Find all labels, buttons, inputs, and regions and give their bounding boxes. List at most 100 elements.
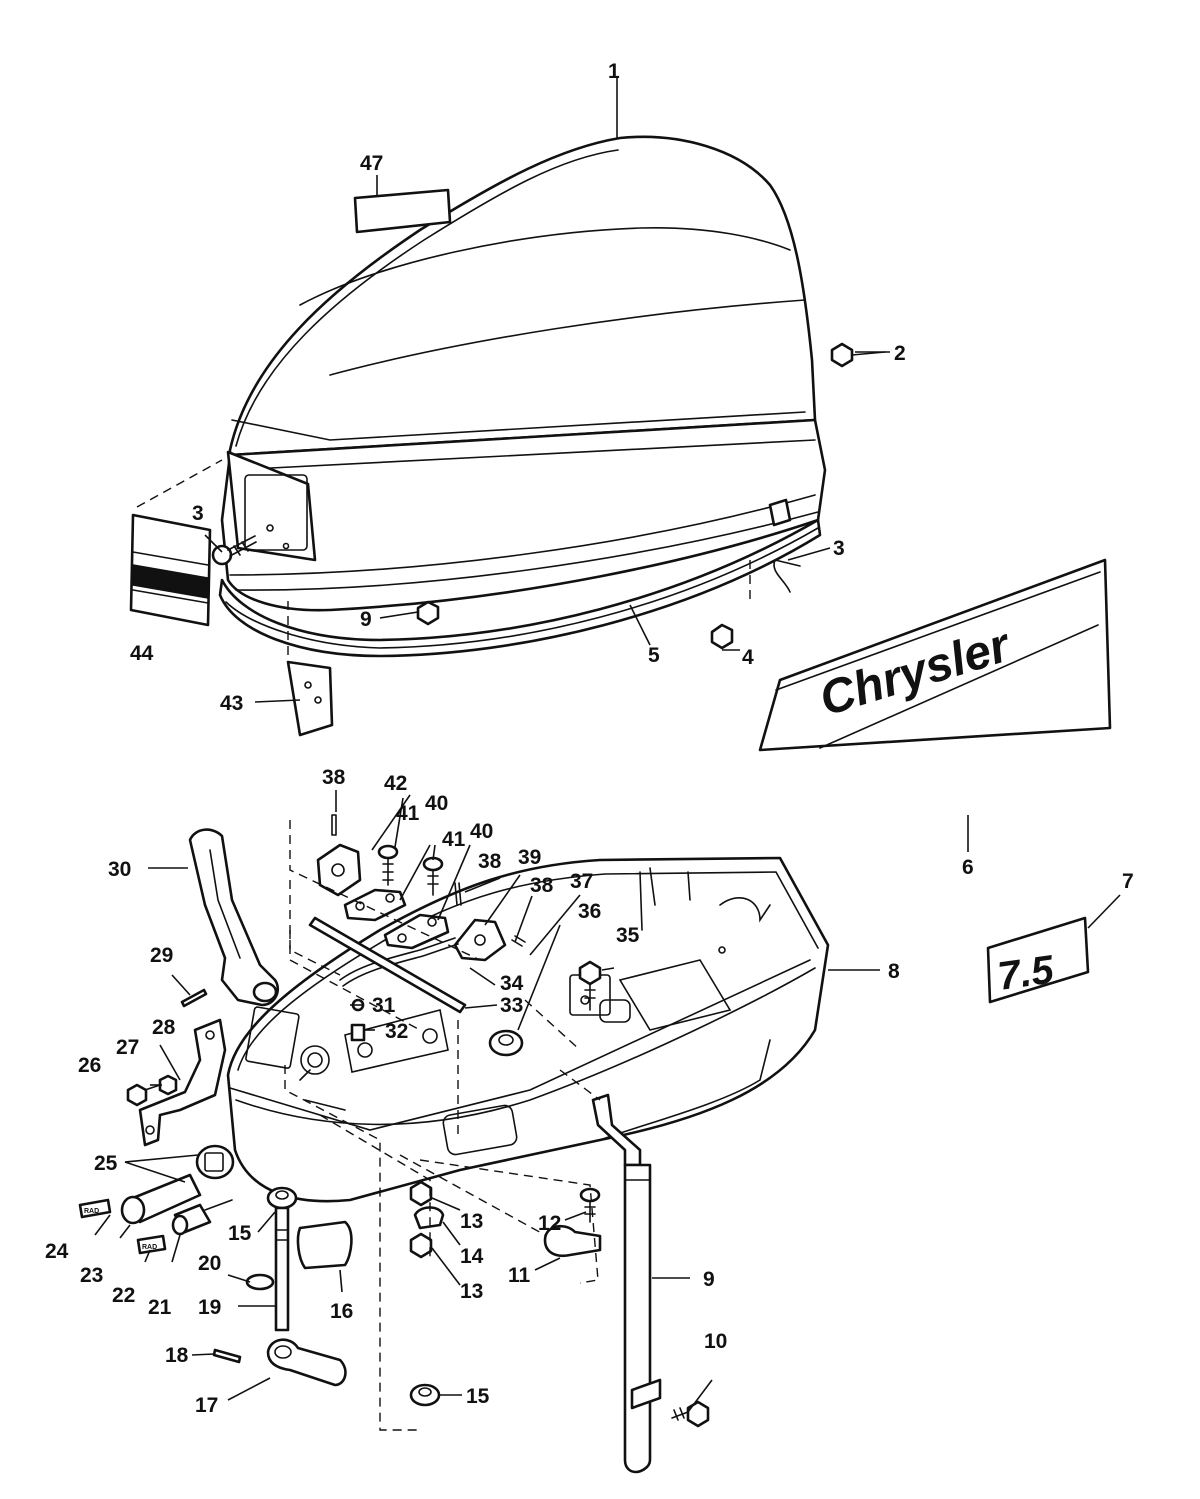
callout-21: 21 (148, 1296, 172, 1319)
nut-9-upper (416, 600, 440, 626)
callout-41: 41 (442, 828, 466, 851)
clamp-11 (543, 1224, 602, 1258)
callout-14: 14 (460, 1245, 484, 1268)
chrysler-decal: Chrysler (758, 558, 1112, 752)
lower-pan (226, 856, 830, 1203)
fitting-21 (171, 1199, 233, 1236)
decal-44 (129, 513, 212, 627)
svg-text:RAD: RAD (142, 1244, 157, 1251)
screw-12 (579, 1187, 601, 1223)
callout-24: 24 (45, 1240, 69, 1263)
callout-42: 42 (384, 772, 407, 795)
bolt-10 (671, 1400, 710, 1428)
callout-13: 13 (460, 1280, 483, 1303)
callout-37: 37 (570, 870, 593, 893)
latch-spring-3 (773, 559, 801, 593)
grommet-36 (488, 1029, 524, 1057)
callout-9: 9 (360, 608, 372, 631)
callout-6: 6 (962, 856, 974, 879)
clip-14 (413, 1206, 445, 1230)
shaft-19 (274, 1206, 290, 1332)
callouts: 1 2 3 3 4 5 6 7 8 9 9 10 11 12 13 13 14 … (45, 60, 1134, 1417)
bolts-41 (377, 844, 444, 896)
callout-40: 40 (470, 820, 493, 843)
grommet-15-lower (409, 1383, 441, 1407)
callout-47: 47 (360, 152, 383, 175)
link-rod-9 (591, 1093, 662, 1474)
callout-38: 38 (478, 850, 502, 873)
washer-20 (245, 1273, 275, 1291)
callout-41: 41 (396, 802, 420, 825)
callout-40: 40 (425, 792, 448, 815)
leader-lines (94, 78, 1121, 1413)
callout-9: 9 (703, 1268, 715, 1291)
rods-33-34 (308, 916, 467, 1014)
callout-35: 35 (616, 924, 640, 947)
cam-parts (316, 843, 507, 962)
nut-13-upper (409, 1180, 433, 1207)
callout-18: 18 (165, 1344, 189, 1367)
callout-7: 7 (1122, 870, 1134, 893)
bracket-28 (138, 1018, 227, 1147)
callout-38: 38 (322, 766, 346, 789)
model-decal-7: 7.5 (986, 916, 1090, 1004)
callout-23: 23 (80, 1264, 103, 1287)
screw-3-left (211, 535, 257, 566)
tag-22: RAD (136, 1234, 167, 1255)
callout-27: 27 (116, 1036, 139, 1059)
callout-38: 38 (530, 874, 554, 897)
callout-3: 3 (833, 537, 845, 560)
cowl-seal (218, 518, 822, 658)
decal-model-text: 7.5 (995, 947, 1057, 998)
callout-12: 12 (538, 1212, 561, 1235)
callout-16: 16 (330, 1300, 353, 1323)
callout-17: 17 (195, 1394, 218, 1417)
callout-8: 8 (888, 960, 900, 983)
pad-16 (296, 1220, 353, 1270)
callout-33: 33 (500, 994, 523, 1017)
callout-10: 10 (704, 1330, 727, 1353)
callout-36: 36 (578, 900, 601, 923)
screw-2 (830, 342, 886, 368)
callout-32: 32 (385, 1020, 408, 1043)
callout-22: 22 (112, 1284, 135, 1307)
tag-24: RAD (78, 1198, 112, 1219)
callout-2: 2 (894, 342, 906, 365)
svg-text:RAD: RAD (84, 1208, 99, 1215)
callout-29: 29 (150, 944, 173, 967)
callout-13: 13 (460, 1210, 483, 1233)
handle-30 (188, 828, 280, 1007)
callout-43: 43 (220, 692, 243, 715)
alignment-lines (136, 459, 751, 1431)
pin-18 (212, 1348, 242, 1364)
nut-13-lower (409, 1232, 433, 1259)
nut-26 (126, 1083, 148, 1107)
bolt-27 (144, 1074, 178, 1096)
latch-bracket-43 (286, 660, 334, 737)
callout-3: 3 (192, 502, 204, 525)
knob-23-grommet-25 (120, 1144, 235, 1225)
callout-5: 5 (648, 644, 660, 667)
callout-44: 44 (130, 642, 154, 665)
upper-cowl (220, 135, 827, 612)
callout-34: 34 (500, 972, 524, 995)
callout-39: 39 (518, 846, 541, 869)
callout-11: 11 (508, 1264, 531, 1287)
callout-30: 30 (108, 858, 131, 881)
grommet-15-upper (266, 1186, 298, 1210)
spring-32 (350, 1023, 366, 1042)
callout-25: 25 (94, 1152, 118, 1175)
callout-28: 28 (152, 1016, 176, 1039)
pin-29 (180, 988, 208, 1008)
callout-19: 19 (198, 1296, 221, 1319)
bolt-35 (578, 960, 602, 1011)
callout-15: 15 (228, 1222, 252, 1245)
callout-31: 31 (372, 994, 396, 1017)
callout-1: 1 (608, 60, 620, 83)
arm-17 (266, 1338, 347, 1387)
callout-4: 4 (742, 646, 754, 669)
callout-15: 15 (466, 1385, 490, 1408)
callout-20: 20 (198, 1252, 221, 1275)
nut-4 (710, 623, 734, 650)
